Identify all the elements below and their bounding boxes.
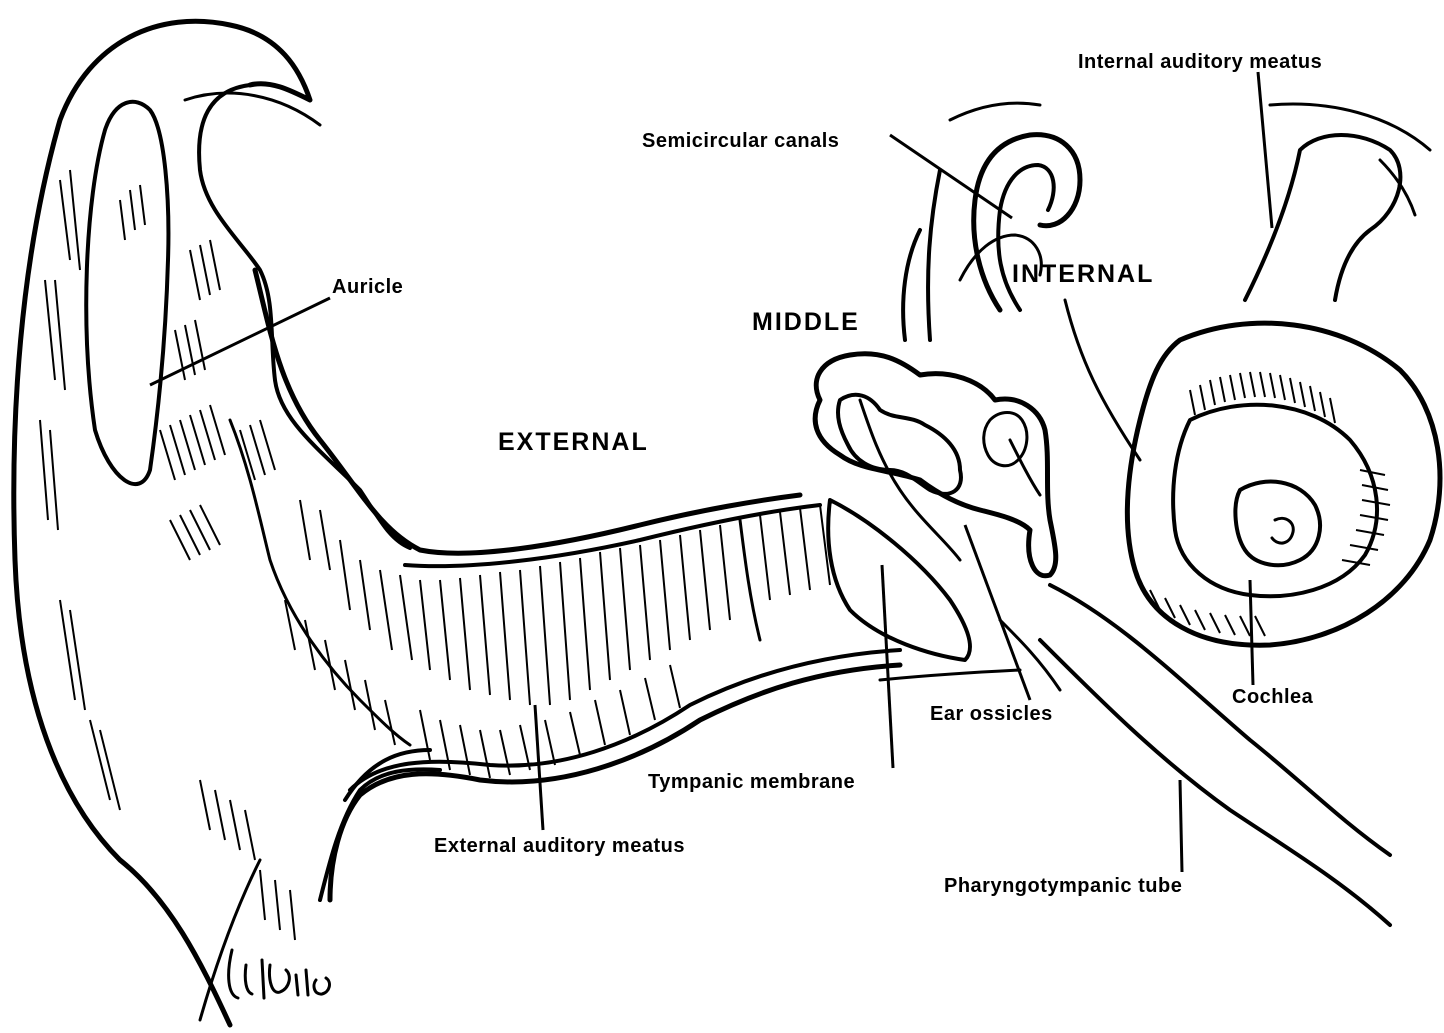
middle-ear-drawing bbox=[815, 354, 1056, 576]
label-internal-auditory-meatus: Internal auditory meatus bbox=[1078, 51, 1322, 73]
region-label-middle: MIDDLE bbox=[752, 308, 860, 336]
tympanic-membrane-drawing bbox=[828, 500, 970, 660]
leader-external-auditory-meatus bbox=[535, 705, 543, 830]
region-label-internal: INTERNAL bbox=[1012, 260, 1154, 288]
label-semicircular-canals: Semicircular canals bbox=[642, 130, 839, 152]
leader-internal-auditory-meatus bbox=[1258, 72, 1272, 228]
auricle-drawing bbox=[14, 21, 440, 1025]
label-cochlea: Cochlea bbox=[1232, 686, 1314, 708]
region-label-external: EXTERNAL bbox=[498, 428, 649, 456]
label-pharyngotympanic-tube: Pharyngotympanic tube bbox=[944, 875, 1182, 897]
label-external-auditory-meatus: External auditory meatus bbox=[434, 835, 685, 857]
artist-signature bbox=[229, 950, 330, 998]
label-ear-ossicles: Ear ossicles bbox=[930, 703, 1053, 725]
label-tympanic-membrane: Tympanic membrane bbox=[648, 771, 855, 793]
semicircular-canals-drawing bbox=[903, 103, 1080, 340]
leader-pharyngotympanic-tube bbox=[1180, 780, 1182, 872]
leader-lines bbox=[150, 72, 1272, 872]
leader-semicircular-canals bbox=[890, 135, 1012, 218]
label-auricle: Auricle bbox=[332, 276, 403, 298]
cochlea-drawing bbox=[1127, 323, 1440, 645]
